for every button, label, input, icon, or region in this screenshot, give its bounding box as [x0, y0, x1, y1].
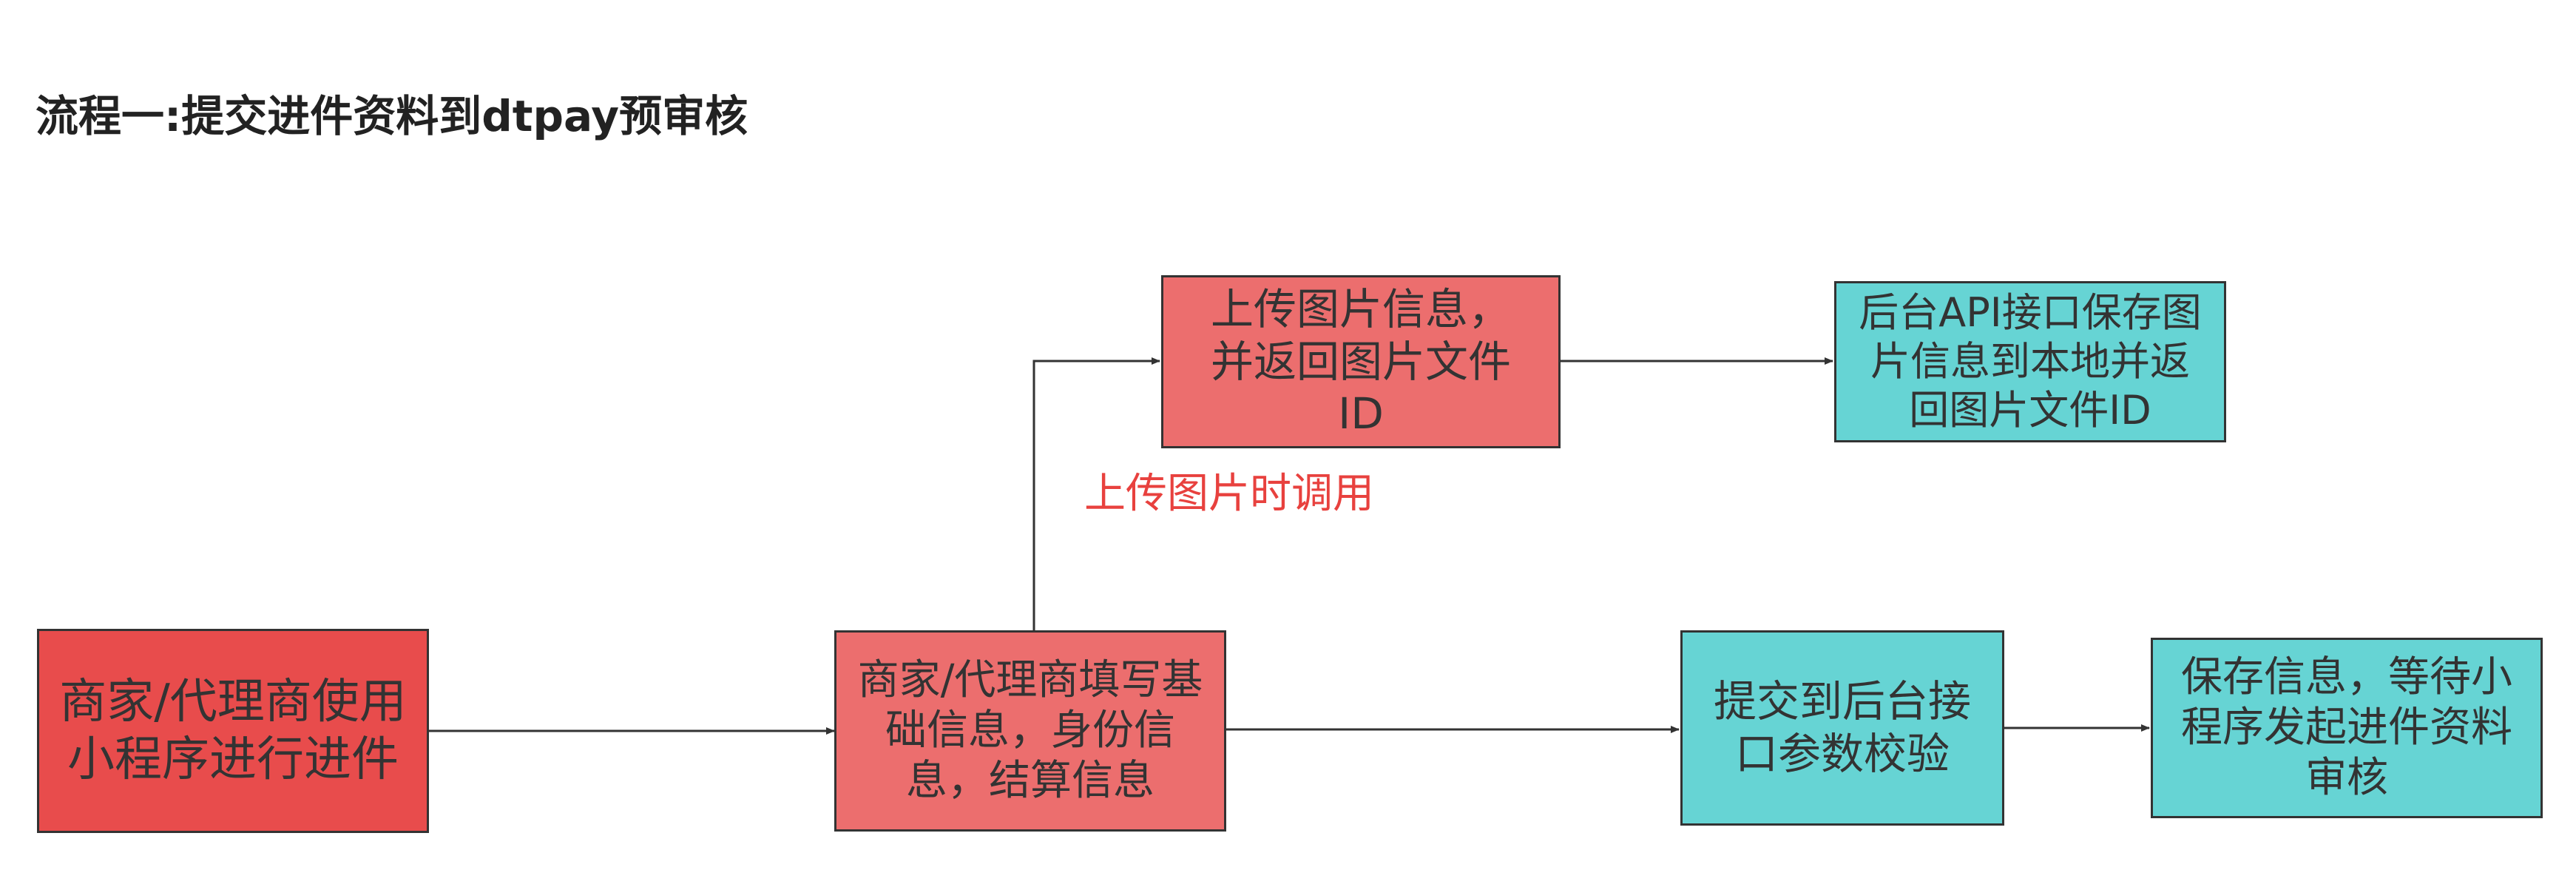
- node-api-save: 后台API接口保存图片信息到本地并返回图片文件ID: [1834, 281, 2226, 442]
- node-fill-info: 商家/代理商填写基础信息，身份信息，结算信息: [834, 630, 1226, 832]
- edge-fill-to-upload: [1032, 357, 1160, 630]
- node-save-wait-label: 保存信息，等待小程序发起进件资料审核: [2181, 652, 2512, 803]
- node-submit-label: 提交到后台接口参数校验: [1713, 676, 1971, 779]
- node-start-label: 商家/代理商使用小程序进行进件: [59, 674, 407, 787]
- edge-label-upload-call: 上传图片时调用: [1084, 470, 1374, 518]
- node-api-save-label: 后台API接口保存图片信息到本地并返回图片文件ID: [1859, 289, 2202, 434]
- node-start: 商家/代理商使用小程序进行进件: [37, 629, 429, 833]
- node-upload-label: 上传图片信息，并返回图片文件ID: [1210, 283, 1511, 439]
- node-upload: 上传图片信息，并返回图片文件ID: [1161, 275, 1561, 448]
- node-fill-info-label: 商家/代理商填写基础信息，身份信息，结算信息: [857, 655, 1203, 806]
- diagram-title: 流程一:提交进件资料到dtpay预审核: [36, 91, 748, 141]
- node-save-wait: 保存信息，等待小程序发起进件资料审核: [2151, 638, 2543, 818]
- node-submit: 提交到后台接口参数校验: [1680, 630, 2004, 826]
